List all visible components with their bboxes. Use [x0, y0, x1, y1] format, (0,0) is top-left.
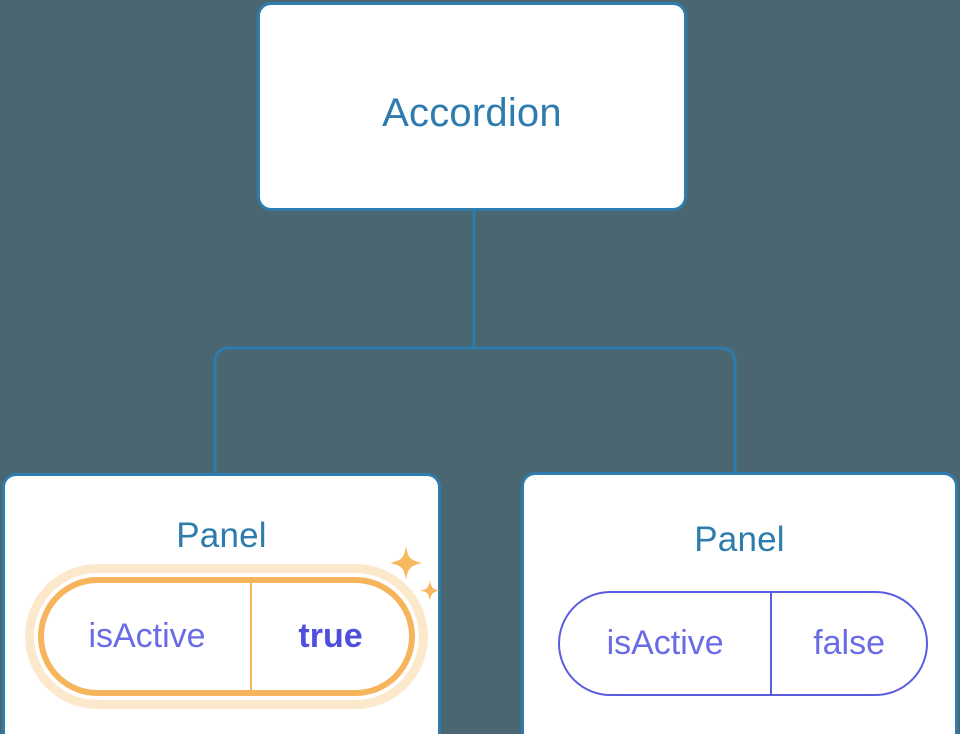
prop-pill-inactive[interactable]: isActive false: [558, 591, 928, 696]
connector-branch-right: [474, 346, 737, 474]
prop-key-isactive: isActive: [44, 583, 253, 690]
prop-value-false: false: [813, 624, 886, 662]
node-accordion-label: Accordion: [382, 91, 562, 135]
node-accordion[interactable]: Accordion: [257, 2, 687, 211]
prop-pill-active[interactable]: isActive true: [38, 577, 415, 696]
node-panel-active-label: Panel: [176, 516, 267, 555]
prop-value-true: true: [298, 617, 363, 655]
prop-pill-active-wrapper[interactable]: isActive true: [25, 564, 428, 709]
connector-branch-left: [213, 346, 474, 474]
node-panel-active[interactable]: Panel isActive true: [2, 473, 441, 734]
node-panel-inactive-label: Panel: [694, 520, 785, 559]
prop-pill-glow: [25, 564, 428, 709]
prop-key-isactive: isActive: [560, 593, 773, 694]
node-panel-inactive[interactable]: Panel isActive false: [521, 472, 958, 734]
